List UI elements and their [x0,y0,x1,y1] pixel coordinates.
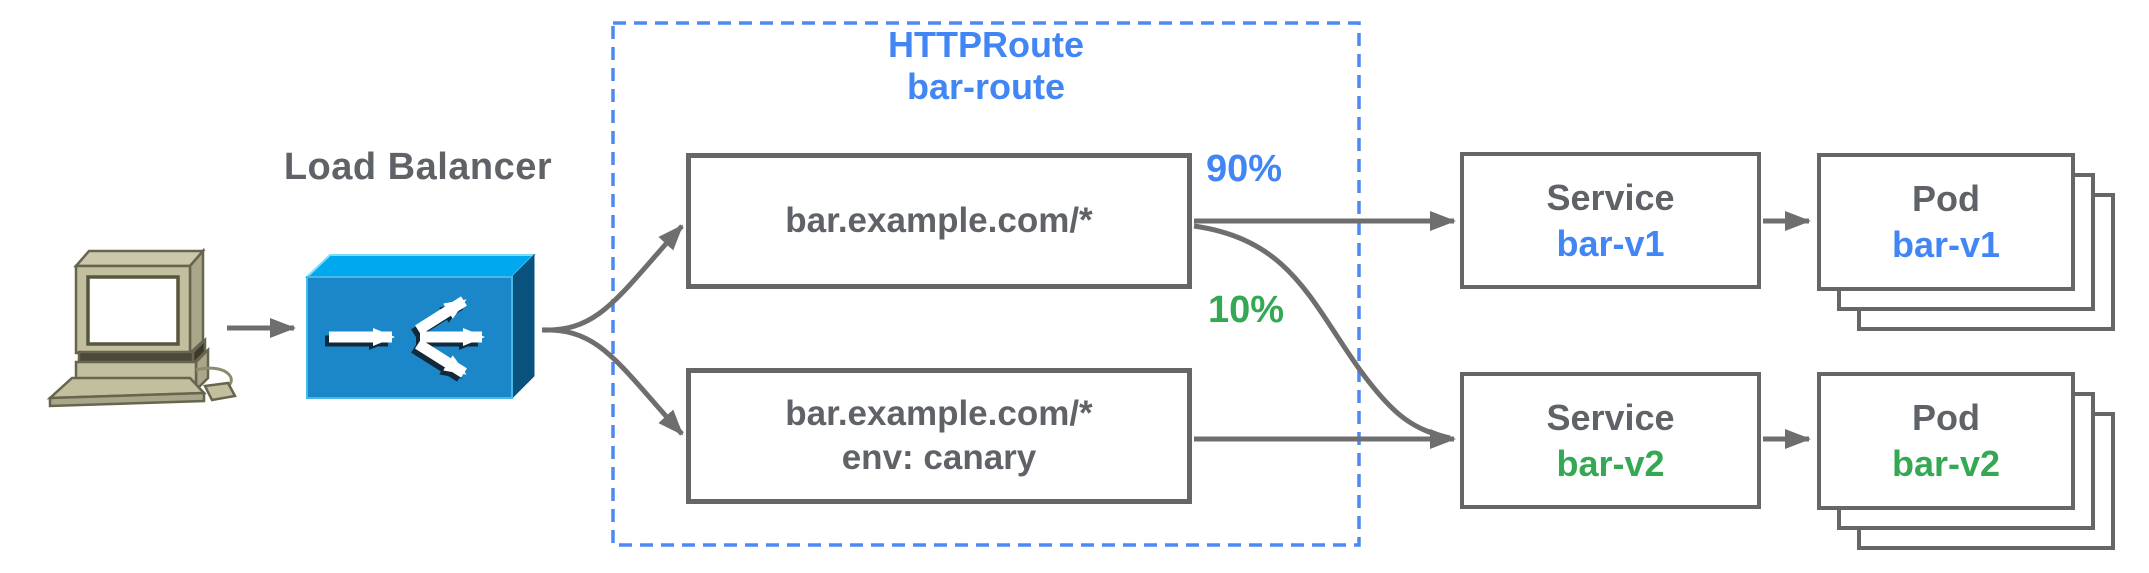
route-rule-match: bar.example.com/* [785,201,1093,240]
pod-stack-bar-v1: Pod bar-v1 [1817,153,2115,331]
service-kind-label: Service [1546,176,1675,218]
arrow-lb-to-route2 [541,327,684,436]
traffic-weight-v2: 10% [1208,289,1285,331]
httproute-name-label: bar-route [906,66,1065,107]
service-kind-label: Service [1546,396,1675,438]
httproute-kind-label: HTTPRoute [888,24,1084,65]
route-rule-box-canary: bar.example.com/* env: canary [686,368,1192,504]
load-balancer-label: Load Balancer [283,146,553,188]
pod-stack-bar-v2: Pod bar-v2 [1817,372,2115,550]
route-rule-box-primary: bar.example.com/* [686,153,1192,289]
pod-card-front: Pod bar-v1 [1817,153,2075,291]
pod-card-front: Pod bar-v2 [1817,372,2075,510]
route-rule-header-match: env: canary [841,438,1037,477]
pod-name-label: bar-v2 [1891,443,2001,484]
httproute-title: HTTPRoute bar-route [613,24,1359,108]
load-balancer-icon [304,253,537,400]
service-name-label: bar-v2 [1556,442,1665,484]
httproute-boundary [611,21,1361,547]
pod-kind-label: Pod [1912,178,1980,219]
curve-route1-to-service2 [1193,223,1451,441]
desktop-computer-icon [46,247,237,408]
service-box-bar-v1: Service bar-v1 [1460,152,1761,289]
service-box-bar-v2: Service bar-v2 [1460,372,1761,509]
route-rule-match: bar.example.com/* [785,394,1093,433]
pod-name-label: bar-v1 [1891,224,2001,265]
pod-kind-label: Pod [1912,397,1980,438]
traffic-weight-v1: 90% [1206,148,1283,190]
service-name-label: bar-v1 [1556,222,1665,264]
